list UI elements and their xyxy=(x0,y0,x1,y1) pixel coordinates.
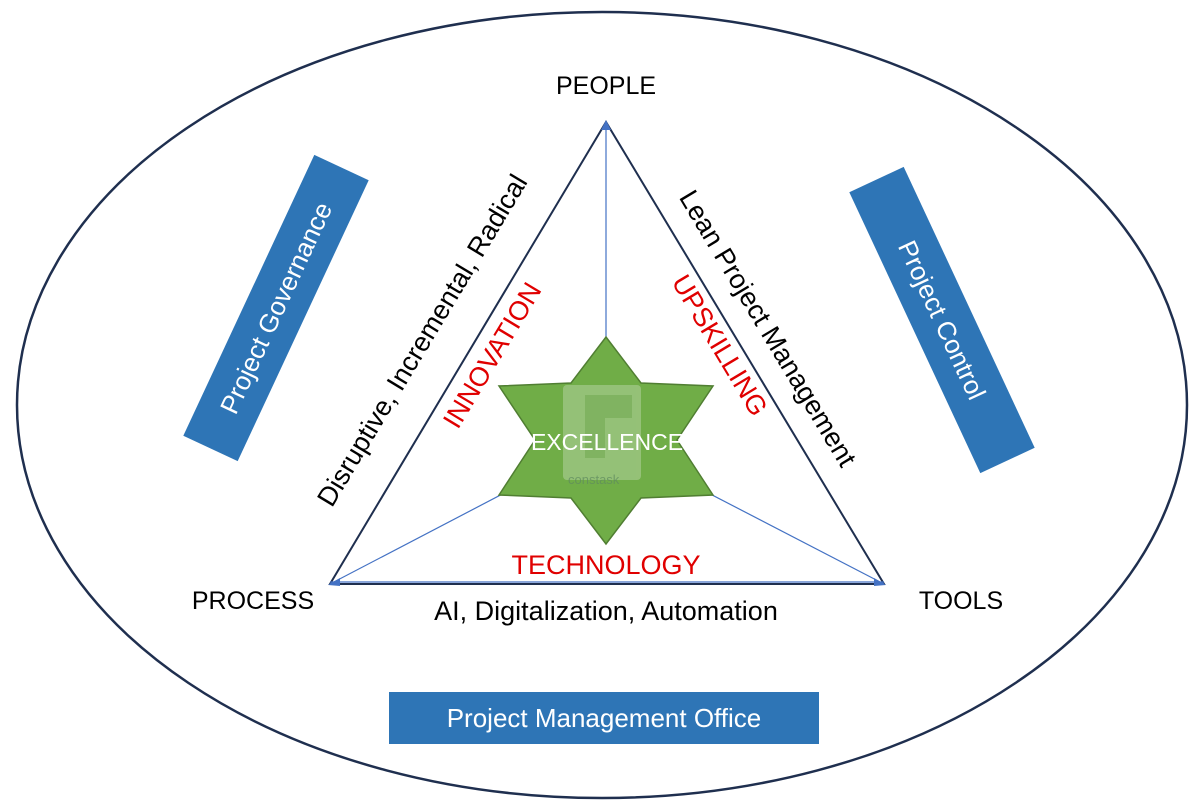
excellence-star xyxy=(497,335,715,546)
project-control-box: Project Control xyxy=(849,166,1035,474)
ai-digitalization-label: AI, Digitalization, Automation xyxy=(434,596,778,626)
constask-logo xyxy=(563,385,641,480)
project-governance-label: Project Governance xyxy=(214,198,338,419)
outer-ellipse xyxy=(15,10,1189,800)
vertex-marker-top xyxy=(601,120,611,130)
triangle xyxy=(328,120,886,585)
people-label: PEOPLE xyxy=(556,72,656,100)
technology-label: TECHNOLOGY xyxy=(511,550,700,580)
constask-logo-text: constask xyxy=(568,472,620,487)
pmo-box: Project Management Office xyxy=(389,692,819,744)
excellence-label: EXCELLENCE xyxy=(531,429,683,455)
pmo-label: Project Management Office xyxy=(447,703,762,733)
vertex-marker-right xyxy=(874,578,886,586)
tools-label: TOOLS xyxy=(919,587,1003,615)
project-governance-box: Project Governance xyxy=(183,154,369,462)
vertex-marker-left xyxy=(328,578,340,586)
process-label: PROCESS xyxy=(192,587,314,615)
